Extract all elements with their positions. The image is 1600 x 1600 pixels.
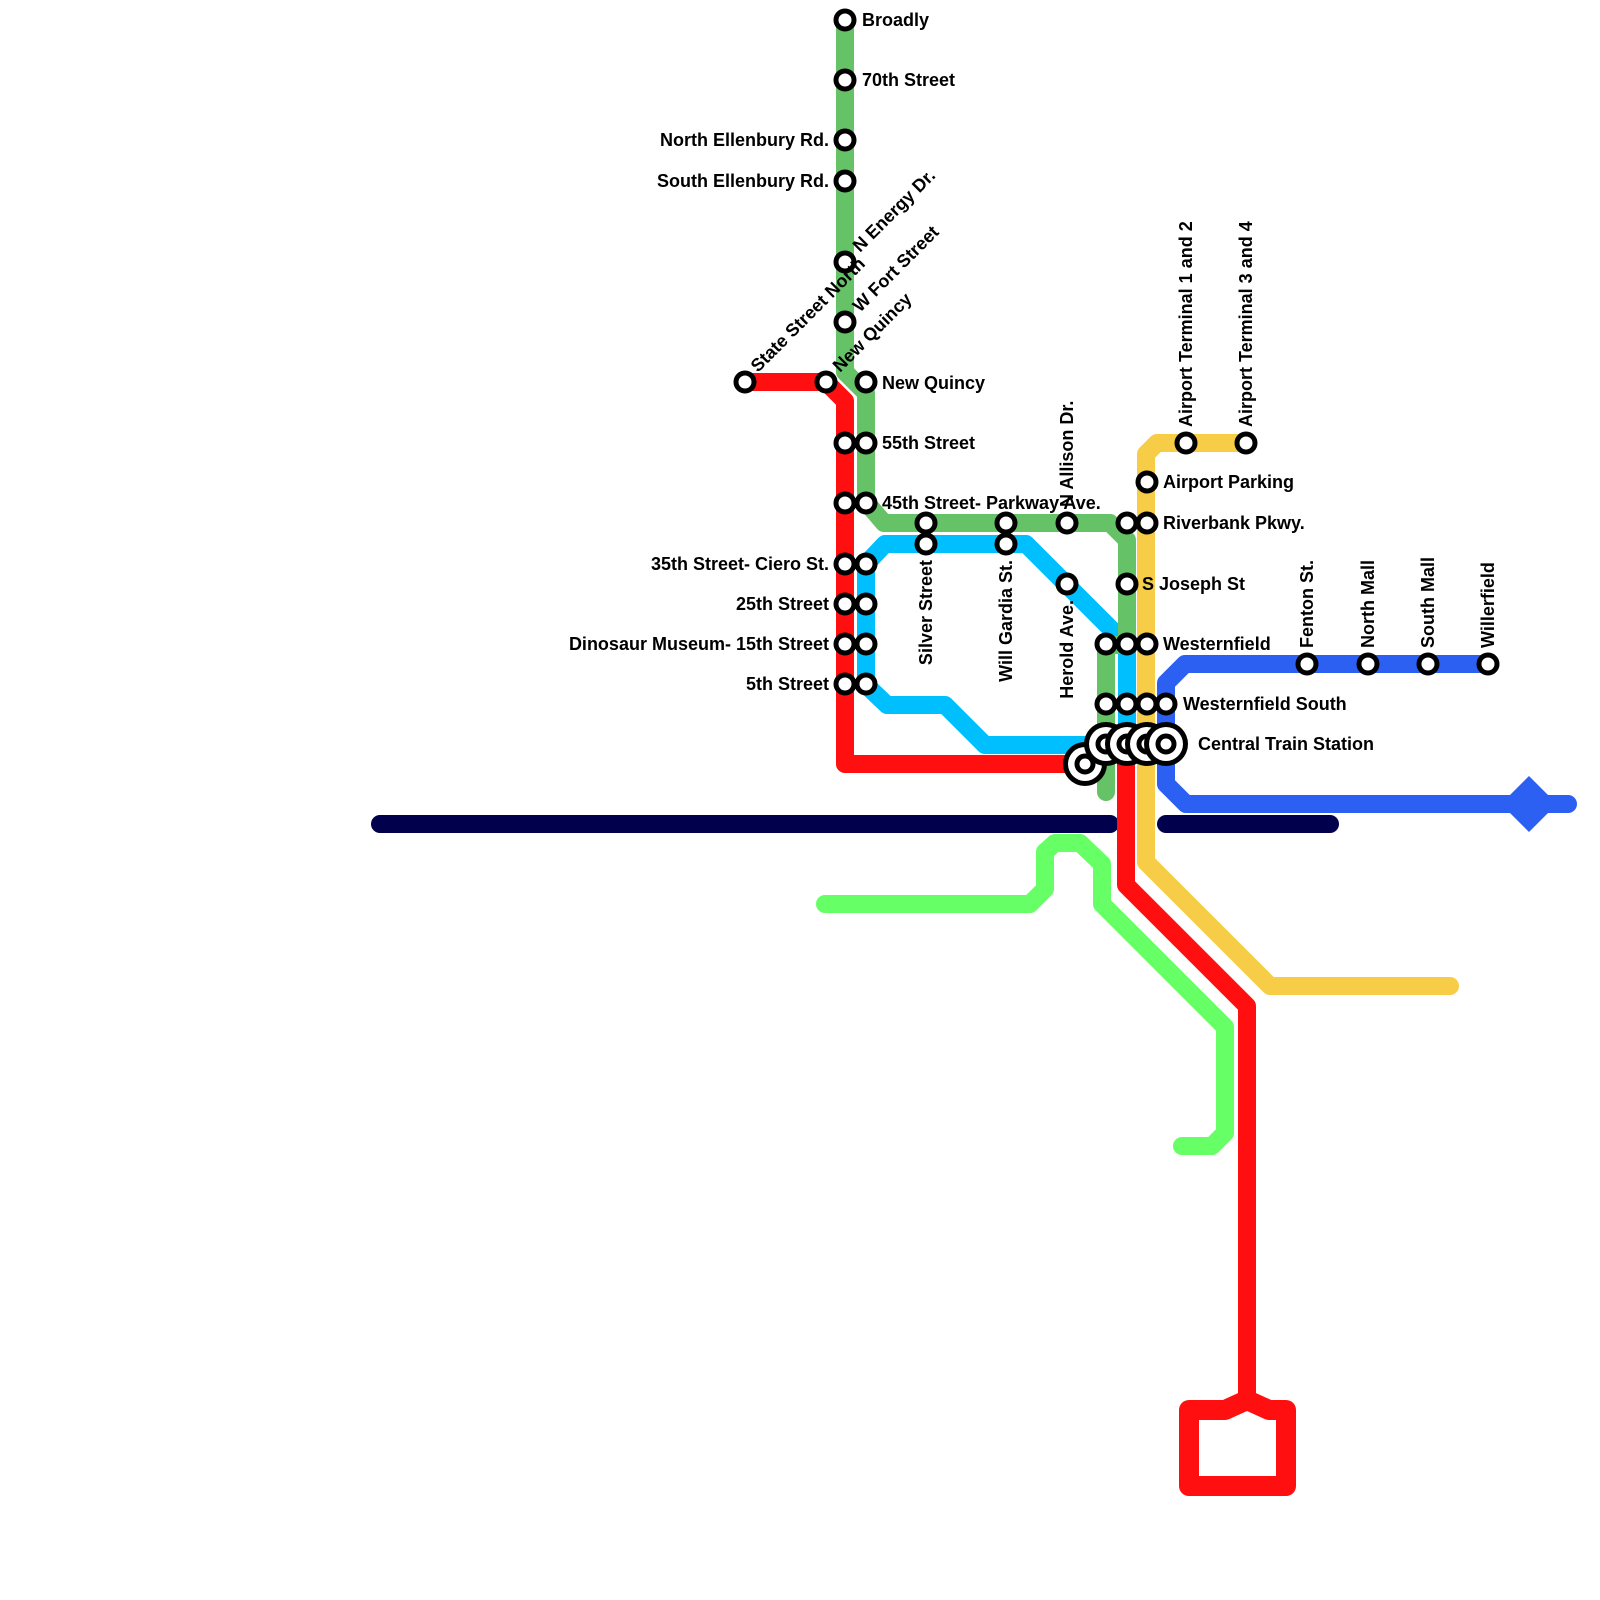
station-55th-red[interactable] — [833, 431, 857, 455]
station-15th-red[interactable] — [833, 632, 857, 656]
label-westernfield-south: Westernfield South — [1183, 694, 1347, 714]
station-westernfield-south-blue[interactable] — [1154, 692, 1178, 716]
label-new-quincy: New Quincy — [882, 373, 985, 393]
light-green-line — [816, 834, 1234, 1155]
red-line-terminus-loop — [1179, 1390, 1296, 1496]
station-westernfield-south-sky[interactable] — [1115, 692, 1139, 716]
label-westernfield: Westernfield — [1163, 634, 1271, 654]
station-15th-sky[interactable] — [854, 632, 878, 656]
station-25th-red[interactable] — [833, 592, 857, 616]
station-westernfield-green[interactable] — [1094, 632, 1118, 656]
green-line — [836, 11, 1136, 801]
station-45th-green[interactable] — [854, 491, 878, 515]
station-terminal-1-2[interactable] — [1174, 431, 1198, 455]
station-westernfield-south-yellow[interactable] — [1135, 692, 1159, 716]
red-line-route — [736, 373, 1256, 1409]
label-herold: Herold Ave. — [1057, 600, 1077, 699]
label-s-joseph: S Joseph St — [1142, 574, 1245, 594]
label-north-mall: North Mall — [1358, 560, 1378, 648]
station-north-ellenbury[interactable] — [833, 128, 857, 152]
label-35th-street: 35th Street- Ciero St. — [651, 554, 829, 574]
label-terminal-1-2: Airport Terminal 1 and 2 — [1176, 221, 1196, 427]
station-will-gardia-sky[interactable] — [994, 532, 1018, 556]
label-central-train-station: Central Train Station — [1198, 734, 1374, 754]
station-35th-sky[interactable] — [854, 552, 878, 576]
station-35th-red[interactable] — [833, 552, 857, 576]
station-5th-red[interactable] — [833, 672, 857, 696]
station-riverbank-yellow[interactable] — [1135, 511, 1159, 535]
station-silver-green[interactable] — [914, 511, 938, 535]
station-westernfield-south-green[interactable] — [1094, 692, 1118, 716]
station-will-gardia-green[interactable] — [994, 511, 1018, 535]
station-state-north[interactable] — [733, 370, 757, 394]
station-silver-sky[interactable] — [914, 532, 938, 556]
station-45th-red[interactable] — [833, 491, 857, 515]
yellow-line — [1137, 434, 1459, 995]
station-willerfield[interactable] — [1476, 652, 1500, 676]
station-s-joseph[interactable] — [1115, 572, 1139, 596]
red-line — [736, 373, 1296, 1496]
label-terminal-3-4: Airport Terminal 3 and 4 — [1236, 221, 1256, 427]
station-allison[interactable] — [1055, 511, 1079, 535]
station-fenton[interactable] — [1295, 652, 1319, 676]
label-broadly: Broadly — [862, 10, 929, 30]
station-70th-street[interactable] — [833, 68, 857, 92]
station-25th-sky[interactable] — [854, 592, 878, 616]
label-willerfield: Willerfield — [1478, 562, 1498, 648]
label-south-mall: South Mall — [1418, 557, 1438, 648]
label-55th-street: 55th Street — [882, 433, 975, 453]
label-riverbank: Riverbank Pkwy. — [1163, 513, 1305, 533]
station-w-fort[interactable] — [833, 310, 857, 334]
label-silver-street: Silver Street — [916, 560, 936, 665]
central-train-station-interchange[interactable] — [1063, 722, 1188, 786]
station-north-mall[interactable] — [1356, 652, 1380, 676]
station-airport-parking[interactable] — [1135, 470, 1159, 494]
station-riverbank-green[interactable] — [1115, 511, 1139, 535]
blue-line-terminus-diamond — [1501, 776, 1557, 832]
station-new-quincy-red[interactable] — [814, 370, 838, 394]
station-broadly[interactable] — [833, 8, 857, 32]
station-south-ellenbury[interactable] — [833, 169, 857, 193]
station-terminal-3-4[interactable] — [1234, 431, 1258, 455]
station-south-mall[interactable] — [1416, 652, 1440, 676]
station-herold[interactable] — [1055, 572, 1079, 596]
label-5th-street: 5th Street — [746, 674, 829, 694]
label-will-gardia: Will Gardia St. — [996, 560, 1016, 682]
station-n-energy[interactable] — [833, 250, 857, 274]
label-25th-street: 25th Street — [736, 594, 829, 614]
interchange-node-blue[interactable] — [1144, 722, 1188, 766]
label-north-ellenbury: North Ellenbury Rd. — [660, 130, 829, 150]
station-new-quincy-green[interactable] — [854, 370, 878, 394]
label-airport-parking: Airport Parking — [1163, 472, 1294, 492]
station-westernfield-yellow[interactable] — [1135, 632, 1159, 656]
label-15th-street: Dinosaur Museum- 15th Street — [569, 634, 829, 654]
station-55th-green[interactable] — [854, 431, 878, 455]
label-allison: N Allison Dr. — [1057, 401, 1077, 507]
label-south-ellenbury: South Ellenbury Rd. — [657, 171, 829, 191]
station-5th-sky[interactable] — [854, 672, 878, 696]
label-70th-street: 70th Street — [862, 70, 955, 90]
station-labels: Broadly 70th Street North Ellenbury Rd. … — [569, 10, 1498, 754]
label-45th-street: 45th Street- Parkway Ave. — [882, 493, 1101, 513]
label-fenton: Fenton St. — [1297, 560, 1317, 648]
station-westernfield-sky[interactable] — [1115, 632, 1139, 656]
stations — [733, 8, 1500, 716]
